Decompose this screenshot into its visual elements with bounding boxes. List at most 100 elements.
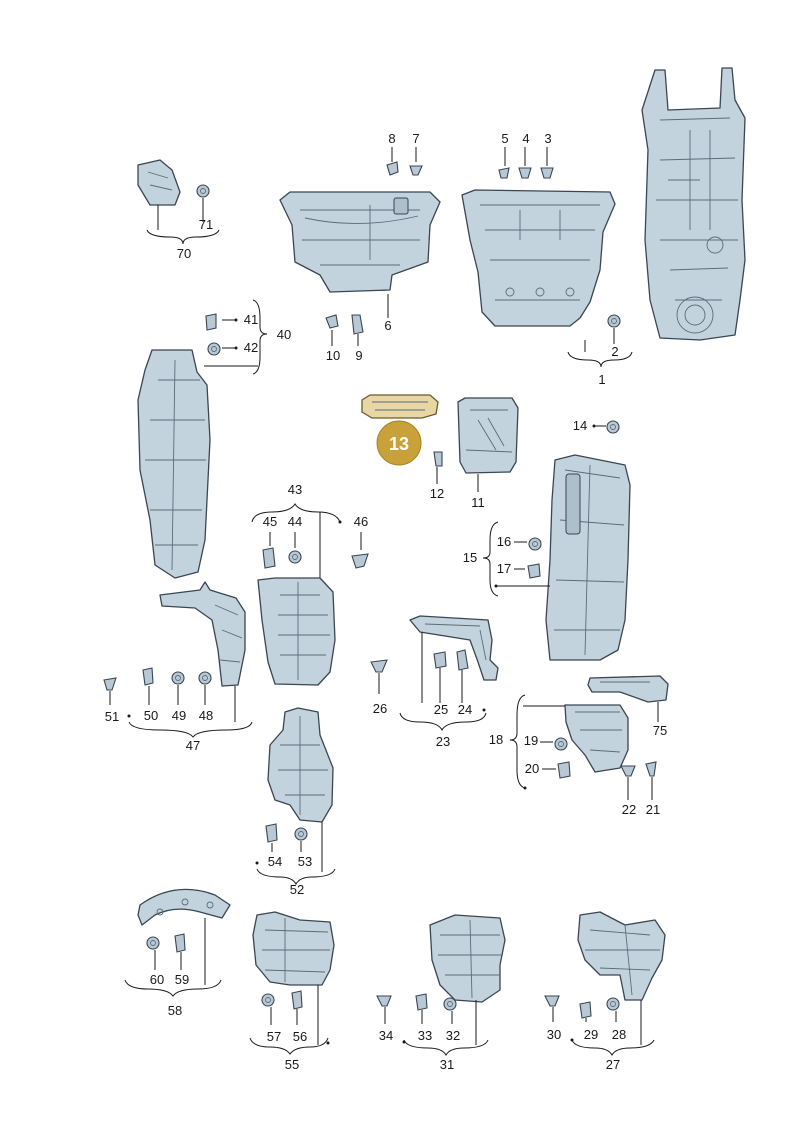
label-60: 60 [150, 972, 164, 987]
engine-shield-part[interactable] [461, 189, 616, 327]
clip-part-5[interactable] [498, 167, 510, 179]
label-57: 57 [267, 1029, 281, 1044]
label-20: 20 [525, 761, 539, 776]
label-32: 32 [446, 1028, 460, 1043]
cover-part-58[interactable] [137, 888, 231, 926]
clip-part-24[interactable] [456, 649, 469, 671]
clip-part-50[interactable] [142, 667, 154, 686]
clip-part-51[interactable] [103, 677, 117, 691]
label-5: 5 [501, 131, 508, 146]
long-panel-part-40[interactable] [137, 349, 211, 579]
label-75: 75 [653, 723, 667, 738]
label-44: 44 [288, 514, 302, 529]
clip-part-7[interactable] [409, 165, 423, 176]
label-54: 54 [268, 854, 282, 869]
label-30: 30 [547, 1027, 561, 1042]
label-12: 12 [430, 486, 444, 501]
clip-part-57[interactable] [261, 993, 275, 1007]
panel-part-18[interactable] [564, 704, 629, 773]
clip-part-59[interactable] [174, 933, 186, 953]
label-56: 56 [293, 1029, 307, 1044]
clip-part-12[interactable] [433, 451, 443, 467]
shield-part-6[interactable] [279, 191, 441, 293]
clip-part-46[interactable] [351, 553, 369, 569]
clip-part-3[interactable] [540, 167, 554, 179]
clip-part-49[interactable] [171, 671, 185, 685]
clip-part-16[interactable] [528, 537, 542, 551]
panel-part-31[interactable] [429, 914, 506, 1003]
label-23: 23 [436, 734, 450, 749]
clip-part-45[interactable] [262, 547, 276, 569]
label-26: 26 [373, 701, 387, 716]
label-51: 51 [105, 709, 119, 724]
callout-badge-13[interactable]: 13 [376, 420, 422, 466]
clip-part-32[interactable] [443, 997, 457, 1011]
label-18: 18 [489, 732, 503, 747]
clip-part-54[interactable] [265, 823, 278, 843]
bracket-part-70[interactable] [137, 159, 181, 206]
panel-part-27[interactable] [577, 911, 666, 1001]
highlighted-part-13[interactable] [361, 394, 439, 419]
label-46: 46 [354, 514, 368, 529]
clip-part-26[interactable] [370, 659, 388, 673]
label-70: 70 [177, 246, 191, 261]
side-panel-part-15[interactable] [545, 454, 631, 661]
label-59: 59 [175, 972, 189, 987]
clip-part-33[interactable] [415, 993, 428, 1011]
label-8: 8 [388, 131, 395, 146]
clip-part-41[interactable] [205, 313, 217, 331]
clip-part-10[interactable] [325, 314, 339, 329]
label-19: 19 [524, 733, 538, 748]
label-71: 71 [199, 217, 213, 232]
label-34: 34 [379, 1028, 393, 1043]
clip-part-30[interactable] [544, 995, 560, 1007]
clip-part-48[interactable] [198, 671, 212, 685]
clip-part-44[interactable] [288, 550, 302, 564]
panel-part-55[interactable] [252, 911, 335, 986]
clip-part-42[interactable] [207, 342, 221, 356]
label-16: 16 [497, 534, 511, 549]
clip-part-28[interactable] [606, 997, 620, 1011]
panel-part-11[interactable] [457, 397, 519, 474]
label-43: 43 [288, 482, 302, 497]
clip-part-71[interactable] [196, 184, 210, 198]
label-1: 1 [598, 372, 605, 387]
label-52: 52 [290, 882, 304, 897]
clip-part-17[interactable] [527, 563, 541, 579]
label-17: 17 [497, 561, 511, 576]
label-24: 24 [458, 702, 472, 717]
label-53: 53 [298, 854, 312, 869]
clip-part-60[interactable] [146, 936, 160, 950]
label-29: 29 [584, 1027, 598, 1042]
label-15: 15 [463, 550, 477, 565]
clip-part-25[interactable] [433, 651, 447, 669]
panel-part-52[interactable] [267, 707, 334, 823]
label-2: 2 [611, 344, 618, 359]
clip-part-9[interactable] [351, 314, 364, 335]
bracket-part-23[interactable] [409, 615, 499, 681]
clip-part-14[interactable] [606, 420, 620, 434]
clip-part-21[interactable] [645, 761, 657, 777]
clip-part-22[interactable] [620, 765, 636, 777]
label-3: 3 [544, 131, 551, 146]
clip-part-56[interactable] [291, 990, 303, 1010]
clip-part-4[interactable] [518, 167, 532, 179]
clip-part-53[interactable] [294, 827, 308, 841]
clip-part-19[interactable] [554, 737, 568, 751]
clip-part-8[interactable] [386, 161, 399, 176]
bracket-part-75[interactable] [587, 675, 669, 703]
clip-part-29[interactable] [579, 1001, 592, 1019]
label-11: 11 [471, 495, 485, 510]
label-6: 6 [384, 318, 391, 333]
label-25: 25 [434, 702, 448, 717]
underbody-panel-1[interactable] [641, 67, 746, 341]
clip-part-2[interactable] [607, 314, 621, 328]
clip-part-34[interactable] [376, 995, 392, 1007]
arch-part-47[interactable] [159, 581, 246, 687]
clip-part-20[interactable] [557, 761, 571, 779]
label-41: 41 [244, 312, 258, 327]
wheel-liner-part-43[interactable] [257, 577, 336, 686]
label-10: 10 [326, 348, 340, 363]
label-4: 4 [522, 131, 529, 146]
